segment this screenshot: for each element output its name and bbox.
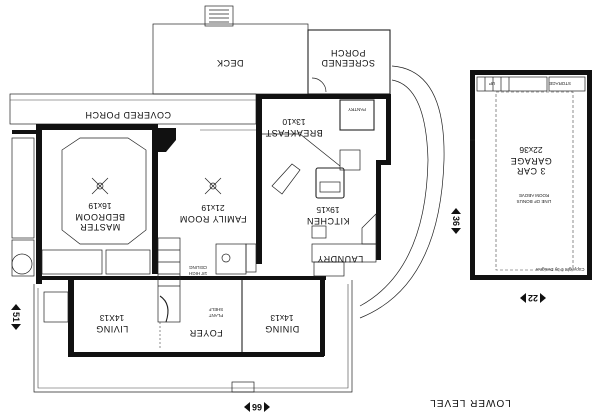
breakfast-dims: 13x10 — [282, 117, 305, 127]
ceiling-note-line1: 18' HIGH — [189, 271, 207, 276]
plant-shelf-line2: SHELF — [209, 307, 224, 312]
living-dining — [43, 280, 243, 352]
garage — [470, 70, 592, 280]
master-dims: 16x19 — [88, 201, 111, 211]
screened-porch-label-line2: PORCH — [330, 48, 365, 58]
depth-left-value: 51 — [11, 312, 21, 322]
plant-shelf-line1: PLANT — [209, 313, 224, 318]
kitchen-label: KITCHEN — [306, 216, 349, 226]
garage-label-line2: GARAGE — [510, 156, 552, 166]
level-label: LOWER LEVEL — [429, 397, 511, 408]
foyer-label: FOYER — [189, 328, 223, 338]
bonus-room-note-line2: ROOM ABOVE — [519, 193, 550, 198]
storage-label: STORAGE — [549, 81, 571, 86]
stair-up-label: UP — [489, 81, 495, 86]
laundry-label: LAUNDRY — [317, 254, 363, 264]
dimension-bottom-width: 66 — [244, 402, 270, 412]
master-bedroom — [11, 137, 151, 277]
exterior-walls — [12, 94, 391, 357]
deck-area — [152, 5, 309, 95]
dimension-garage-width: 22 — [520, 293, 546, 303]
depth-right-value: 36 — [451, 216, 461, 226]
screened-porch-label-line1: SCREENED — [321, 58, 375, 68]
dining-label: DINING — [265, 324, 300, 334]
covered-porch-label: COVERED PORCH — [85, 110, 171, 120]
deck-label: DECK — [216, 58, 243, 68]
master-label-line1: MASTER — [80, 222, 121, 232]
garage-width-value: 22 — [528, 293, 538, 303]
front-porch — [33, 280, 353, 393]
breakfast-label: BREAKFAST — [265, 128, 323, 138]
living-label: LIVING — [96, 324, 129, 334]
kitchen-area — [262, 99, 377, 245]
copyright-note: Copyright © by Designer — [535, 267, 585, 273]
bonus-room-note-line1: LINE OF BONUS — [517, 199, 552, 204]
garage-label-line1: 3 CAR — [516, 166, 545, 176]
kitchen-dims: 19x15 — [316, 205, 339, 215]
pantry-label: PANTRY — [348, 107, 366, 112]
dimension-left-depth: 51 — [11, 304, 21, 330]
ceiling-note-line2: CEILING — [189, 265, 208, 270]
living-dims: 14X13 — [99, 313, 124, 323]
dining-dims: 14x13 — [270, 313, 293, 323]
walkway — [359, 65, 445, 319]
laundry-area — [311, 243, 377, 277]
family-room-label: FAMILY ROOM — [179, 214, 246, 224]
width-value: 66 — [252, 402, 262, 412]
master-label-line2: BEDROOM — [75, 212, 125, 222]
family-room-dims: 21x19 — [201, 203, 224, 213]
garage-dims: 22x36 — [519, 145, 542, 155]
family-room — [158, 128, 256, 195]
dimension-right-depth: 36 — [451, 208, 461, 234]
staircase — [157, 237, 257, 323]
